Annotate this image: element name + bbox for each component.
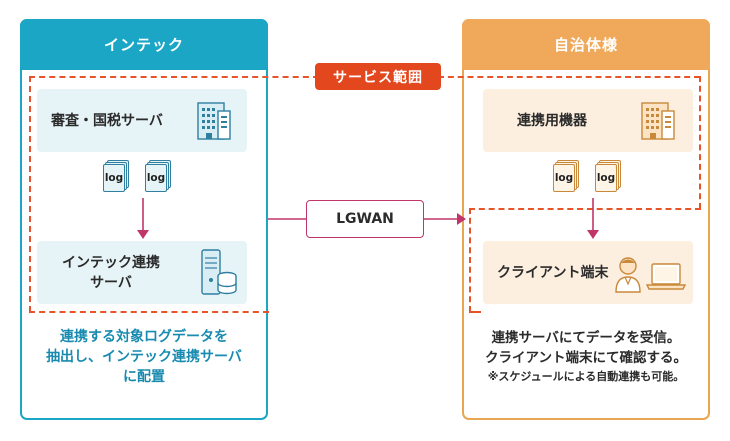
down-arrow-icon	[587, 198, 599, 239]
intec-panel: インテック	[20, 19, 268, 420]
log-file-icon: log	[145, 160, 171, 192]
service-scope-border-top-left	[29, 76, 319, 78]
client-terminal-label: クライアント端末	[497, 264, 609, 281]
service-scope-badge: サービス範囲	[315, 63, 441, 90]
lgwan-connection-line	[268, 213, 466, 225]
municipality-panel: 自治体様	[462, 19, 710, 420]
lgwan-label: LGWAN	[306, 200, 424, 238]
service-scope-border-left	[29, 76, 31, 312]
service-scope-border-bottom-left	[29, 311, 269, 313]
intec-link-server-label: インテック連携 サーバ	[62, 254, 160, 291]
intec-caption: 連携する対象ログデータを 抽出し、インテック連携サーバ に配置	[46, 329, 242, 385]
service-scope-border-right-lower	[469, 208, 471, 312]
log-file-icon: log	[103, 160, 129, 192]
municipality-caption: 連携サーバにてデータを受信。 クライアント端末にて確認する。 ※スケジュールによ…	[485, 330, 687, 383]
intec-panel-title: インテック	[20, 19, 268, 70]
service-scope-border-step	[469, 208, 701, 210]
log-file-icon: log	[595, 160, 621, 192]
log-file-icon: log	[553, 160, 579, 192]
tax-server-label: 審査・国税サーバ	[51, 112, 163, 129]
person-with-laptop-icon	[615, 257, 687, 293]
building-icon	[197, 102, 231, 140]
down-arrow-icon	[137, 198, 149, 239]
link-device-label: 連携用機器	[517, 112, 587, 129]
service-scope-border-bottom-right	[469, 311, 481, 313]
municipality-panel-title: 自治体様	[462, 19, 710, 70]
service-scope-border-right-top	[699, 76, 701, 209]
building-icon	[641, 102, 675, 140]
service-scope-border-top-right	[438, 76, 700, 78]
server-database-icon	[201, 249, 237, 295]
